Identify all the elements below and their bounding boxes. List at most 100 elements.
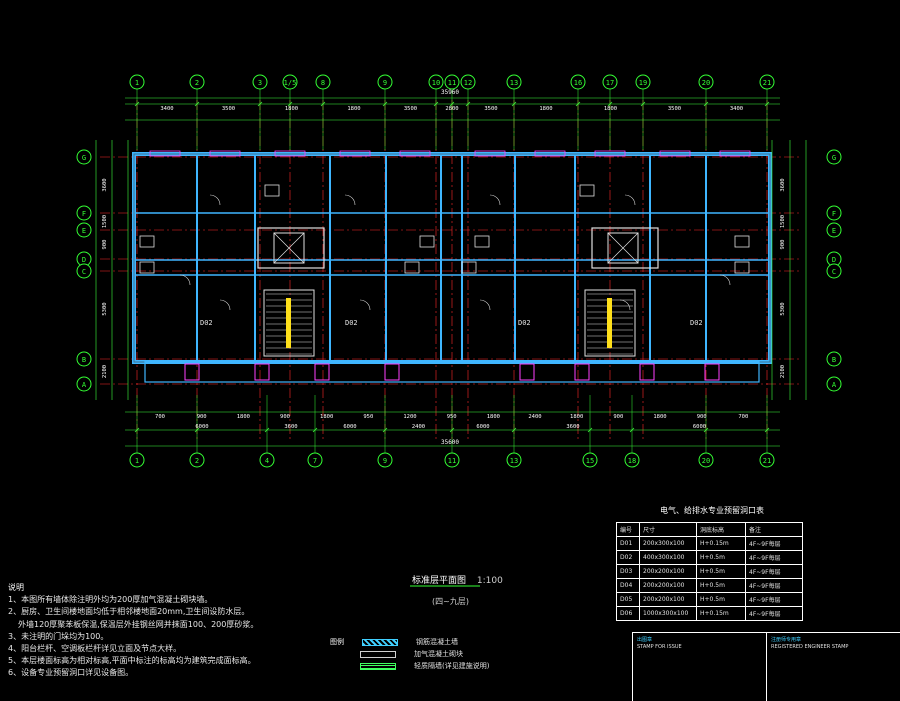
note-item: 6、设备专业预留洞口详见设备图。	[8, 668, 134, 678]
balcony-column	[639, 363, 655, 381]
grid-bubble-top-circle	[189, 74, 205, 90]
stair-handrail	[607, 298, 612, 348]
table-cell: H+0.5m	[696, 578, 746, 593]
grid-bubble-top-circle	[698, 74, 714, 90]
window-mark	[149, 150, 181, 157]
legend-label: 轻质隔墙(详见建施说明)	[414, 662, 490, 670]
window-mark	[719, 150, 751, 157]
sanitary-fixture	[579, 184, 595, 197]
grid-bubble-top-circle	[315, 74, 331, 90]
grid-bubble-right: G	[832, 154, 836, 162]
dimension-text-bottom: 6000	[476, 424, 489, 430]
grid-bubble-left: D	[82, 256, 86, 264]
axis-lines	[100, 100, 800, 440]
table-cell: D06	[616, 606, 640, 621]
table-row: D03 200x200x100 H+0.5m 4F~9F每层	[616, 564, 803, 579]
legend-swatch-partition	[360, 662, 396, 670]
grid-bubble-bottom: 9	[383, 457, 387, 465]
table-row: D06 1000x300x100 H+0.15m 4F~9F每层	[616, 606, 803, 621]
dimension-text-bottom: 1800	[570, 414, 583, 420]
issue-stamp-label: 出图章	[637, 637, 653, 643]
legend-label: 加气混凝土砌块	[414, 650, 463, 658]
note-item: 5、本层楼面标高为相对标高,平面中标注的标高均为建筑完成面标高。	[8, 656, 256, 666]
dimension-text-right: 2100	[780, 365, 786, 378]
grid-bubble-bottom-circle	[582, 452, 598, 468]
dimension-text-top: 3500	[484, 106, 497, 112]
window-mark	[274, 150, 306, 157]
grid-bubble-left-circle	[76, 149, 92, 165]
stair-handrail	[286, 298, 291, 348]
unit-label: D02	[200, 319, 213, 327]
grid-bubble-top: 10	[432, 79, 440, 87]
dimension-text-bottom: 6000	[693, 424, 706, 430]
issue-stamp-box: 出图章 STAMP FOR ISSUE	[633, 633, 767, 701]
elevator-cross	[607, 232, 639, 264]
table-cell: 4F~9F每层	[745, 592, 803, 607]
table-cell: 200x200x100	[639, 592, 697, 607]
table-cell: 1000x300x100	[639, 606, 697, 621]
grid-bubble-top-circle	[602, 74, 618, 90]
grid-bubble-bottom: 2	[195, 457, 199, 465]
grid-bubble-bottom-circle	[129, 452, 145, 468]
grid-bubble-top-circle	[129, 74, 145, 90]
dimension-text-bottom: 950	[447, 414, 457, 420]
dimension-text-left: 2100	[102, 365, 108, 378]
dimension-text-bottom: 950	[363, 414, 373, 420]
grid-bubble-top: 12	[464, 79, 472, 87]
table-row: D05 200x200x100 H+0.5m 4F~9F每层	[616, 592, 803, 607]
note-item: 2、厨房、卫生间楼地面均低于相邻楼地面20mm,卫生间设防水层。	[8, 607, 250, 617]
grid-bubble-left: C	[82, 268, 86, 276]
dimension-text-top: 1800	[285, 106, 298, 112]
elevator-shaft	[591, 227, 659, 269]
table-header-cell: 编号	[616, 522, 640, 537]
general-notes: 说明 1、本图所有墙体除注明外均为200厚加气混凝土砌块墙。 2、厨房、卫生间楼…	[8, 582, 258, 680]
grid-bubble-left-circle	[76, 263, 92, 279]
plan-walls	[132, 150, 772, 383]
grid-bubble-top-circle	[506, 74, 522, 90]
legend-row: 轻质隔墙(详见建施说明)	[330, 660, 489, 672]
dimension-text-top: 1800	[347, 106, 360, 112]
grid-bubble-right: E	[832, 227, 836, 235]
grid-bubble-top-circle	[759, 74, 775, 90]
grid-bubble-bottom: 4	[265, 457, 269, 465]
engineer-stamp-label-en: REGISTERED ENGINEER STAMP	[771, 644, 849, 650]
table-cell: 200x200x100	[639, 564, 697, 579]
dimension-text-top: 3400	[160, 106, 173, 112]
grid-bubble-top: 16	[574, 79, 582, 87]
balcony-column	[704, 363, 720, 381]
grid-bubble-top: 13	[510, 79, 518, 87]
grid-bubble-top: 1	[135, 79, 139, 87]
grid-bubble-right-circle	[826, 263, 842, 279]
elevator-car	[273, 232, 305, 264]
elevator-car	[607, 232, 639, 264]
table-cell: D02	[616, 550, 640, 565]
table-cell: 4F~9F每层	[745, 536, 803, 551]
window-mark	[209, 150, 241, 157]
table-cell: D05	[616, 592, 640, 607]
grid-bubble-left: B	[82, 356, 86, 364]
legend-swatch-concrete	[362, 638, 398, 646]
elevator-cross	[273, 232, 305, 264]
grid-bubble-top: 21	[763, 79, 771, 87]
grid-bubble-right: F	[832, 210, 836, 218]
unit-label: D02	[690, 319, 703, 327]
door-swing	[219, 299, 231, 311]
sanitary-fixture	[419, 235, 435, 248]
schedule-title: 电气、给排水专业预留洞口表	[660, 506, 764, 515]
grid-bubble-bottom-circle	[307, 452, 323, 468]
stair-well	[584, 289, 636, 357]
dimension-text-bottom: 6000	[343, 424, 356, 430]
legend-row: 加气混凝土砌块	[330, 648, 489, 660]
grid-bubble-top: 8	[321, 79, 325, 87]
grid-bubble-left-circle	[76, 376, 92, 392]
sanitary-fixture	[461, 261, 477, 274]
balcony-column	[254, 363, 270, 381]
table-cell: H+0.5m	[696, 564, 746, 579]
grid-bubble-top: 17	[606, 79, 614, 87]
window-mark	[474, 150, 506, 157]
table-cell: 200x300x100	[639, 536, 697, 551]
engineer-stamp-box: 注册师专用章 REGISTERED ENGINEER STAMP	[767, 633, 900, 701]
table-row: D02 400x300x100 H+0.5m 4F~9F每层	[616, 550, 803, 565]
